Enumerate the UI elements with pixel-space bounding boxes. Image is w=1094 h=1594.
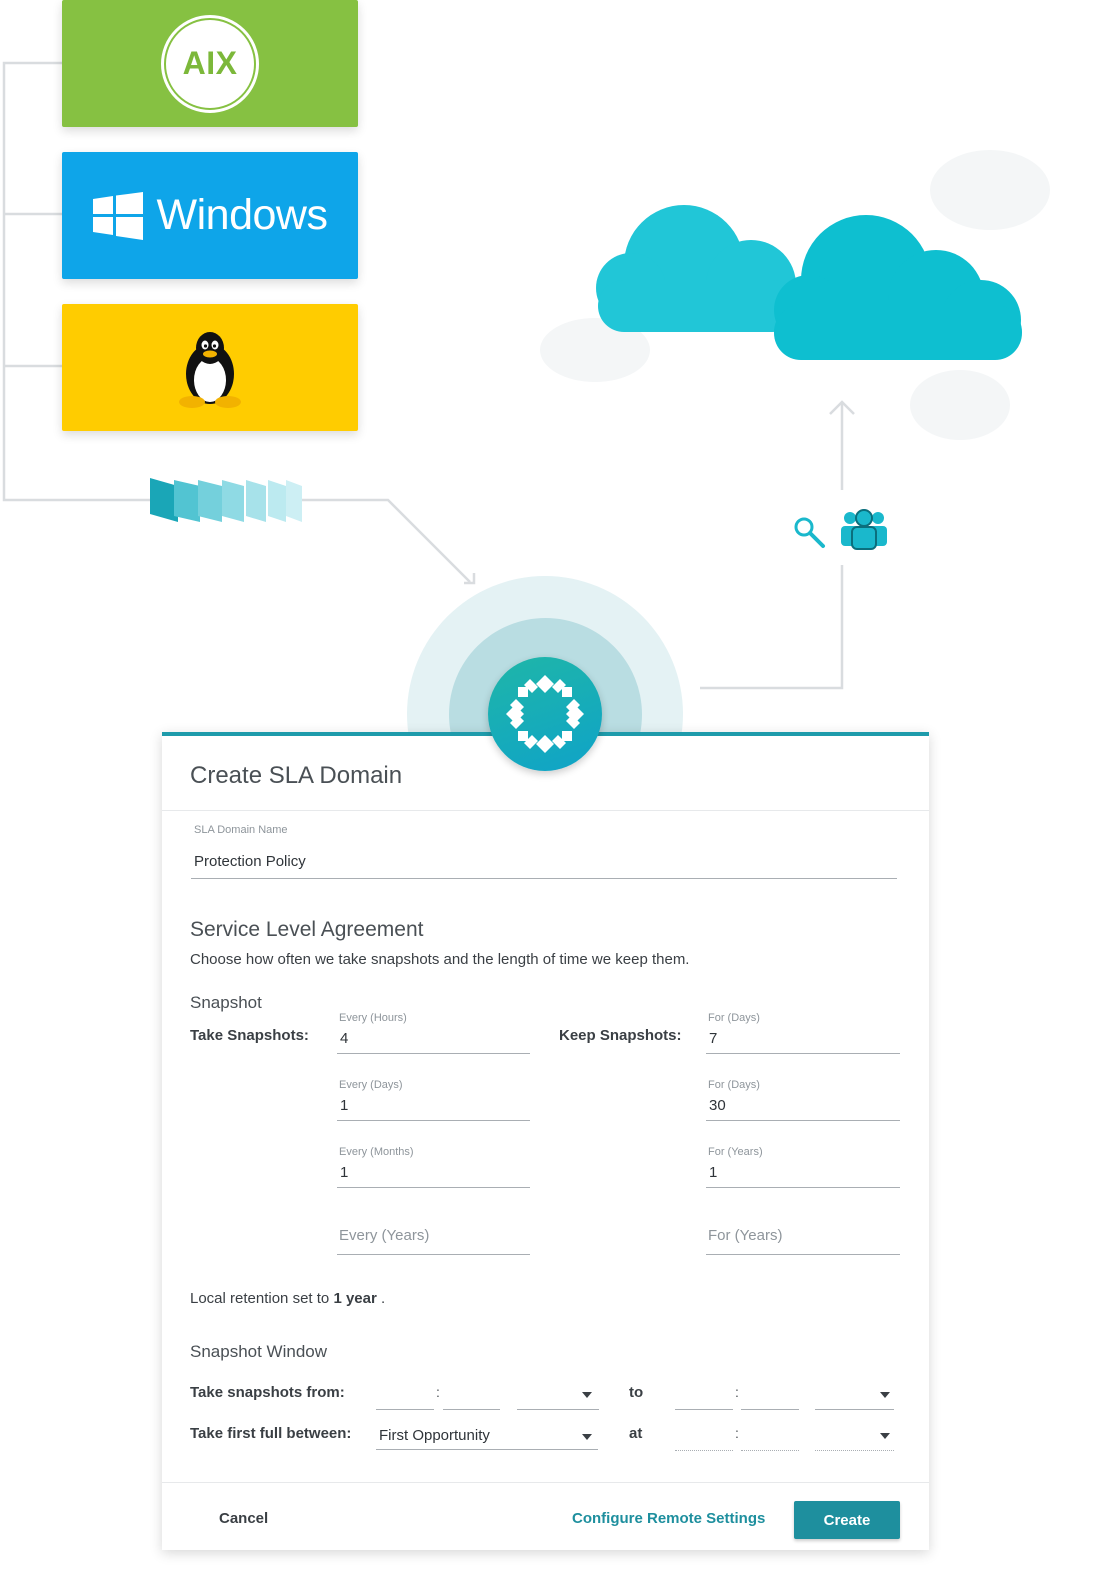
from-ampm-select[interactable] (517, 1409, 599, 1410)
at-minute-input[interactable] (741, 1450, 799, 1451)
to-time-colon: : (735, 1384, 739, 1400)
at-ampm-select[interactable] (815, 1450, 894, 1451)
cancel-button[interactable]: Cancel (219, 1510, 269, 1527)
retention-suffix: . (380, 1290, 386, 1307)
windows-logo: Windows (92, 191, 328, 240)
first-full-select[interactable]: First Opportunity (379, 1427, 490, 1444)
sla-section-title: Service Level Agreement (190, 918, 424, 941)
from-minute-input[interactable] (443, 1409, 500, 1410)
aix-logo-text: AIX (182, 45, 238, 81)
aix-tile: AIX (62, 0, 358, 127)
keep-years-input[interactable]: 1 (709, 1164, 718, 1181)
every-days-underline (337, 1120, 530, 1121)
create-button[interactable]: Create (794, 1501, 900, 1539)
keep-days-2-label: For (Days) (708, 1079, 760, 1091)
every-hours-label: Every (Hours) (339, 1012, 407, 1024)
header-divider (162, 810, 929, 811)
snapshot-heading: Snapshot (190, 993, 262, 1012)
take-snapshots-label: Take Snapshots: (190, 1027, 309, 1044)
keep-days-underline (706, 1053, 900, 1054)
from-ampm-caret-icon (582, 1392, 592, 1398)
keep-years-underline (706, 1187, 900, 1188)
to-ampm-caret-icon (880, 1392, 890, 1398)
keep-years-label: For (Years) (708, 1146, 763, 1158)
retention-text: Local retention set to 1 year . (190, 1290, 385, 1307)
create-sla-domain-dialog: Create SLA Domain SLA Domain Name Protec… (162, 732, 929, 1550)
connector-lines (2, 61, 855, 690)
to-minute-input[interactable] (741, 1409, 799, 1410)
keep-days-input[interactable]: 7 (709, 1030, 718, 1047)
every-months-label: Every (Months) (339, 1146, 414, 1158)
windows-logo-text: Windows (156, 191, 328, 239)
windows-tile: Windows (62, 152, 358, 279)
every-days-label: Every (Days) (339, 1079, 403, 1091)
every-days-input[interactable]: 1 (340, 1097, 349, 1114)
keep-days-2-underline (706, 1120, 900, 1121)
at-ampm-caret-icon (880, 1433, 890, 1439)
sla-domain-name-input[interactable]: Protection Policy (194, 853, 306, 870)
to-label: to (629, 1384, 644, 1401)
from-hour-input[interactable] (376, 1409, 434, 1410)
keep-days-label: For (Days) (708, 1012, 760, 1024)
first-full-select-underline (376, 1449, 598, 1450)
rubrik-logo-icon (506, 675, 584, 753)
from-time-colon: : (436, 1384, 440, 1400)
retention-prefix: Local retention set to (190, 1290, 330, 1307)
sla-domain-name-label: SLA Domain Name (194, 824, 288, 836)
aix-logo: AIX (161, 14, 259, 113)
faded-cloud-decoration (540, 150, 1050, 440)
cloud-icon (596, 205, 1022, 360)
data-stream-graphic (150, 478, 302, 522)
sla-description: Choose how often we take snapshots and t… (190, 951, 690, 968)
configure-remote-settings-link[interactable]: Configure Remote Settings (572, 1510, 766, 1527)
at-hour-input[interactable] (675, 1450, 733, 1451)
every-hours-underline (337, 1053, 530, 1054)
at-label: at (629, 1425, 643, 1442)
users-icon (841, 509, 887, 550)
to-ampm-select[interactable] (815, 1409, 894, 1410)
to-hour-input[interactable] (675, 1409, 733, 1410)
linux-tile (62, 304, 358, 431)
rubrik-logo (488, 657, 602, 771)
every-hours-input[interactable]: 4 (340, 1030, 349, 1047)
footer-divider (162, 1482, 929, 1483)
keep-years-2-input[interactable]: For (Years) (708, 1227, 783, 1244)
every-months-underline (337, 1187, 530, 1188)
keep-snapshots-label: Keep Snapshots: (559, 1027, 682, 1044)
windows-icon (92, 191, 143, 240)
search-icon (794, 517, 825, 548)
first-full-caret-icon (582, 1434, 592, 1440)
at-time-colon: : (735, 1425, 739, 1441)
sla-domain-name-underline (191, 878, 897, 879)
keep-days-2-input[interactable]: 30 (709, 1097, 726, 1114)
take-first-full-label: Take first full between: (190, 1425, 352, 1442)
retention-value: 1 year (333, 1290, 377, 1307)
take-snapshots-from-label: Take snapshots from: (190, 1384, 345, 1401)
every-months-input[interactable]: 1 (340, 1164, 349, 1181)
linux-penguin-icon (179, 331, 241, 408)
snapshot-window-heading: Snapshot Window (190, 1342, 328, 1361)
every-years-input[interactable]: Every (Years) (339, 1227, 430, 1244)
keep-years-2-underline (706, 1254, 900, 1255)
every-years-underline (337, 1254, 530, 1255)
dialog-title: Create SLA Domain (190, 762, 403, 789)
